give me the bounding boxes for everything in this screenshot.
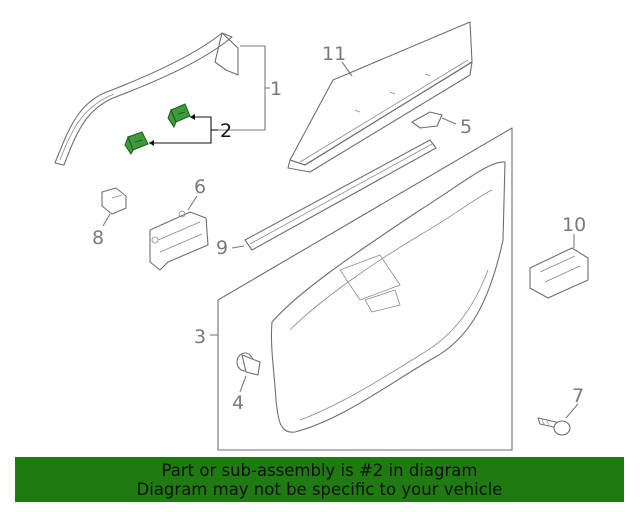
- callout-7-leader: [565, 403, 579, 419]
- callout-2: 2: [220, 120, 232, 142]
- callout-5-leader: [441, 117, 457, 125]
- part-4-push-clip: [236, 352, 261, 376]
- part-11-trim-panel: [287, 21, 473, 173]
- part-2-clip-lower[interactable]: [124, 131, 149, 155]
- callout-11: 11: [322, 43, 346, 65]
- parts-diagram: 1 2 3 4 5 6 7 8 9 10 11: [54, 21, 589, 451]
- callout-1-leader: [211, 45, 270, 131]
- callout-8-leader: [102, 213, 111, 227]
- part-6-bracket: [149, 210, 209, 271]
- part-1-molding: [54, 32, 239, 166]
- part-10-switch: [529, 247, 589, 299]
- callout-8: 8: [92, 227, 104, 249]
- part-3-door-trim: [217, 127, 513, 451]
- part-5-cover: [411, 111, 443, 129]
- callout-10: 10: [562, 214, 586, 236]
- callout-4-leader: [239, 375, 247, 393]
- part-9-weatherstrip: [244, 139, 437, 251]
- callout-6: 6: [194, 176, 206, 198]
- callout-1: 1: [270, 78, 282, 100]
- callout-11-leader: [341, 61, 353, 77]
- callout-6-leader: [187, 195, 198, 211]
- part-2-clip-upper[interactable]: [167, 103, 191, 129]
- callout-3: 3: [194, 326, 206, 348]
- info-banner: Part or sub-assembly is #2 in diagram Di…: [15, 457, 624, 502]
- banner-line-1: Part or sub-assembly is #2 in diagram: [161, 461, 478, 480]
- callout-4: 4: [232, 392, 244, 414]
- callout-9-leader: [231, 245, 245, 249]
- callout-9: 9: [216, 237, 228, 259]
- callout-2-leader: [149, 114, 218, 146]
- part-7-screw: [537, 417, 571, 436]
- callout-7: 7: [572, 385, 584, 407]
- callout-5: 5: [460, 116, 472, 138]
- part-8-clip: [101, 187, 127, 215]
- banner-line-2: Diagram may not be specific to your vehi…: [136, 480, 503, 499]
